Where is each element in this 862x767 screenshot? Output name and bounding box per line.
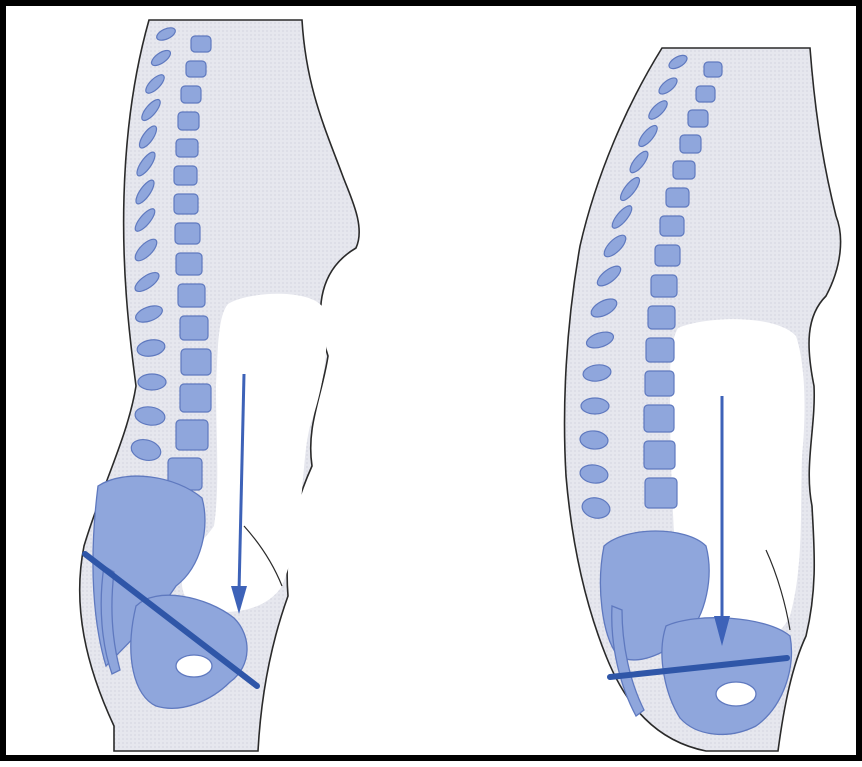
right-vertebra <box>651 275 677 297</box>
left-vertebra <box>175 223 200 244</box>
right-panel <box>565 48 841 751</box>
left-vertebra <box>181 349 211 375</box>
right-vertebra <box>688 110 708 127</box>
left-vertebra <box>178 284 205 307</box>
left-vertebra <box>176 139 198 157</box>
left-vertebra <box>174 166 197 185</box>
left-spinous-process <box>138 374 166 390</box>
left-vertebra <box>180 316 208 340</box>
right-vertebra <box>680 135 701 153</box>
right-vertebra <box>648 306 675 329</box>
right-vertebra <box>704 62 722 77</box>
left-vertebra <box>186 61 206 77</box>
left-vertebra <box>176 420 208 450</box>
left-vertebra <box>180 384 211 412</box>
right-vertebra <box>644 405 674 432</box>
left-vertebra <box>191 36 211 52</box>
left-panel <box>80 20 360 751</box>
right-vertebra <box>644 441 675 469</box>
left-vertebra <box>176 253 202 275</box>
left-vertebra <box>178 112 199 130</box>
right-vertebra <box>673 161 695 179</box>
left-vertebra <box>174 194 198 214</box>
right-vertebra <box>696 86 715 102</box>
right-obturator-foramen <box>716 682 756 706</box>
right-vertebra <box>645 478 677 508</box>
right-vertebra <box>655 245 680 266</box>
right-spinous-process <box>581 398 609 414</box>
right-vertebra <box>645 371 674 396</box>
left-vertebra <box>181 86 201 103</box>
posture-diagram <box>6 6 862 767</box>
left-obturator-foramen <box>176 655 212 677</box>
right-vertebra <box>660 216 684 236</box>
right-vertebra <box>666 188 689 207</box>
right-vertebra <box>646 338 674 362</box>
